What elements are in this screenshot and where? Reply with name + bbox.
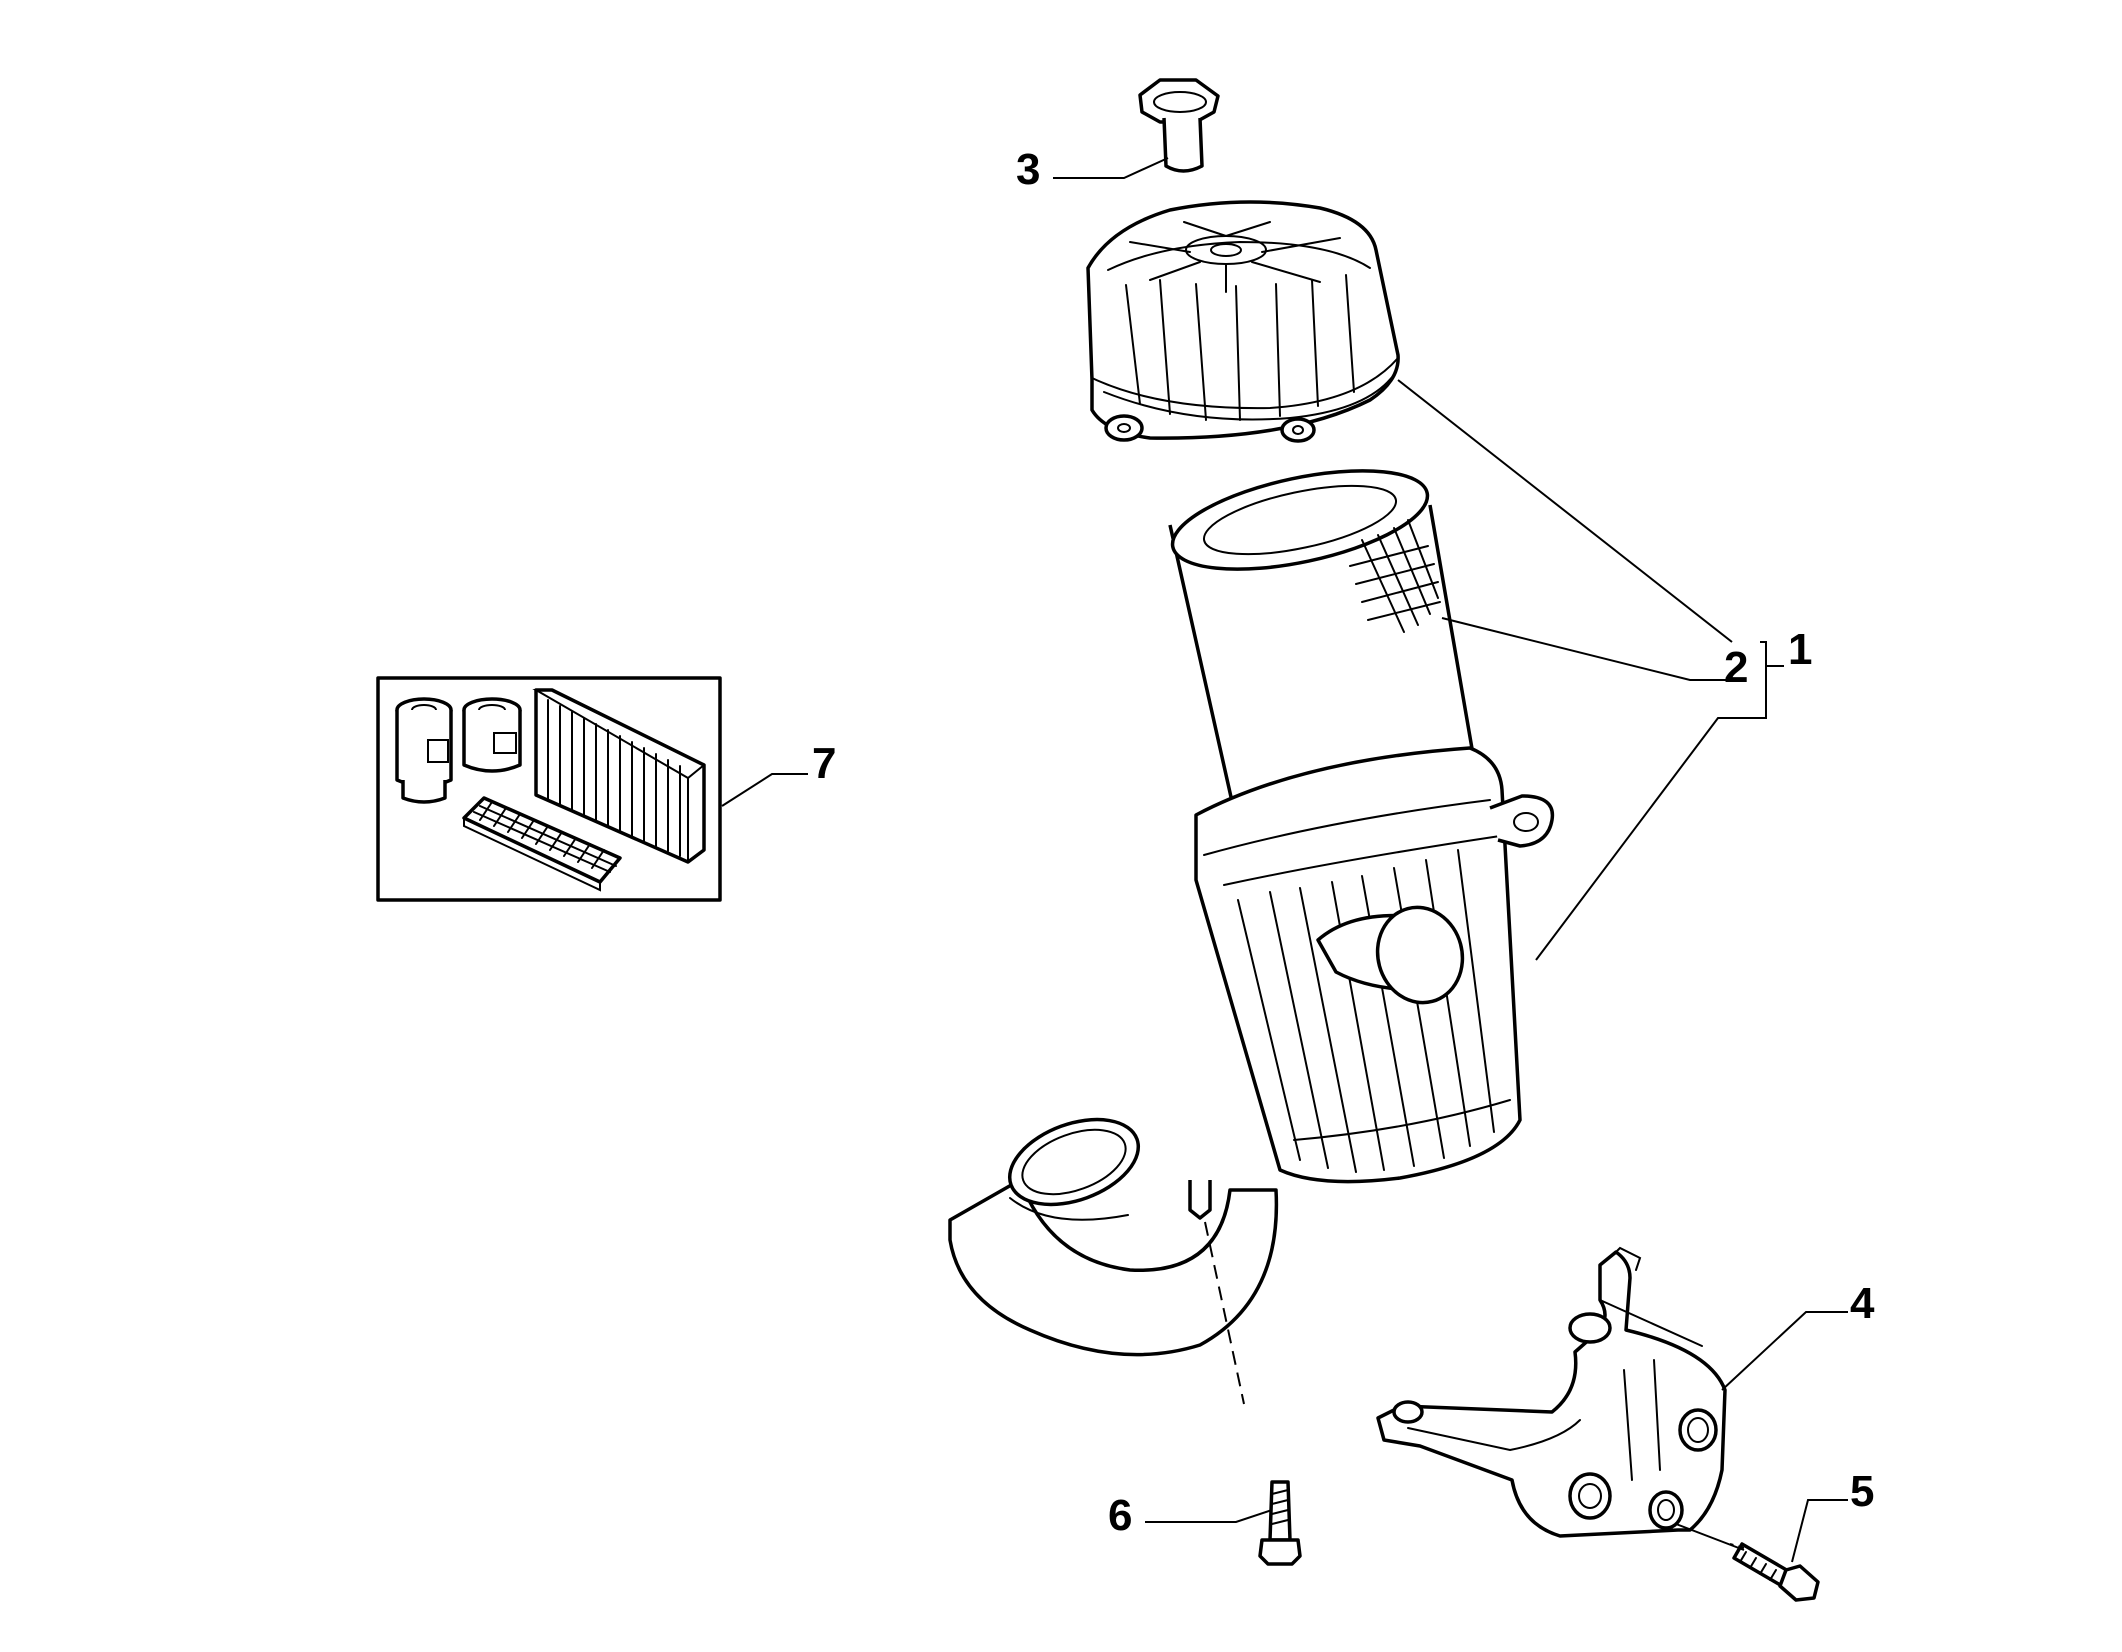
dust-cap[interactable] bbox=[1138, 78, 1220, 173]
air-cleaner-housing[interactable] bbox=[948, 746, 1555, 1405]
air-filter-panel-icon bbox=[532, 688, 706, 864]
cabin-filter-icon bbox=[462, 796, 622, 892]
oil-filter-icon bbox=[395, 697, 453, 804]
bolt-6[interactable] bbox=[1258, 1480, 1302, 1566]
mounting-bracket[interactable] bbox=[1376, 1246, 1727, 1538]
callout-2: 2 bbox=[1724, 643, 1748, 692]
callout-1: 1 bbox=[1788, 625, 1812, 674]
fuel-filter-icon bbox=[462, 697, 522, 773]
callout-4: 4 bbox=[1850, 1279, 1875, 1328]
callout-6: 6 bbox=[1108, 1491, 1132, 1540]
callout-7: 7 bbox=[812, 739, 836, 788]
leader-lines bbox=[721, 157, 1848, 1563]
service-kit-illustration[interactable] bbox=[376, 676, 722, 902]
bolt-5[interactable] bbox=[1729, 1542, 1820, 1602]
callout-3: 3 bbox=[1016, 145, 1040, 194]
air-cleaner-cover[interactable] bbox=[1086, 200, 1400, 443]
callout-5: 5 bbox=[1850, 1467, 1874, 1516]
